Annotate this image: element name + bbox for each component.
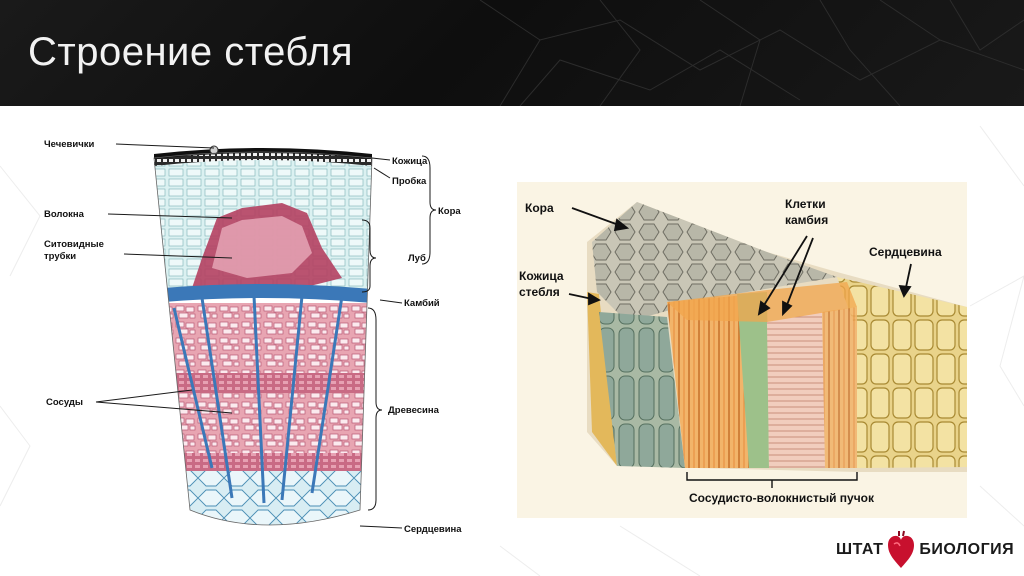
label-phloem: Луб	[408, 253, 426, 264]
wedge-tissues	[154, 158, 372, 525]
skin-layer	[154, 148, 372, 159]
stem-skin	[587, 292, 617, 466]
logo-text-right: БИОЛОГИЯ	[919, 541, 1015, 558]
wood-ring-2	[154, 393, 372, 453]
label-sieve-tubes-1: Ситовидные	[44, 239, 104, 250]
logo-text-left: ШТАТ	[836, 541, 884, 558]
label-sieve-tubes-2: трубки	[44, 251, 76, 262]
stem-cross-section-diagram: Чечевички Кожица Пробка Кора Волокна Сит…	[42, 128, 490, 564]
medullary-rays	[172, 295, 344, 504]
header-texture	[479, 0, 1024, 106]
label-stem-skin-1: Кожица	[519, 269, 564, 283]
label-vessels: Сосуды	[46, 397, 83, 408]
bark-region	[592, 202, 837, 322]
slide-title: Строение стебля	[28, 30, 354, 74]
label-fibers: Волокна	[44, 209, 85, 220]
label-bark: Кора	[438, 206, 461, 217]
cortex-region	[599, 312, 685, 468]
label-pith: Сердцевина	[404, 524, 462, 535]
label-bundle: Сосудисто-волокнистый пучок	[689, 491, 875, 505]
pith-region	[837, 277, 967, 468]
label-bark-right: Кора	[525, 201, 554, 215]
cambium-strip	[737, 292, 769, 468]
phloem-region	[667, 294, 762, 468]
stem-3d-section-diagram: Кора Клетки камбия Сердцевина Кожица сте…	[517, 182, 967, 518]
label-pith-right: Сердцевина	[869, 245, 942, 259]
label-cork: Пробка	[392, 176, 427, 187]
label-cambium-cells-1: Клетки	[785, 197, 826, 211]
xylem-vessels	[767, 312, 825, 468]
brand-logo: ШТАТ БИОЛОГИЯ	[836, 530, 1014, 570]
label-skin: Кожица	[392, 156, 428, 167]
label-cambium: Камбий	[404, 298, 440, 309]
background-pattern	[0, 125, 1024, 576]
label-cambium-cells-2: камбия	[785, 213, 828, 227]
wood-ring-1	[154, 303, 372, 373]
cork-layer	[154, 152, 372, 166]
label-lenticels: Чечевички	[44, 139, 94, 150]
label-stem-skin-2: стебля	[519, 285, 560, 299]
slide-header: Строение стебля	[0, 0, 1024, 106]
heart-icon	[888, 530, 915, 568]
label-wood: Древесина	[388, 405, 440, 416]
